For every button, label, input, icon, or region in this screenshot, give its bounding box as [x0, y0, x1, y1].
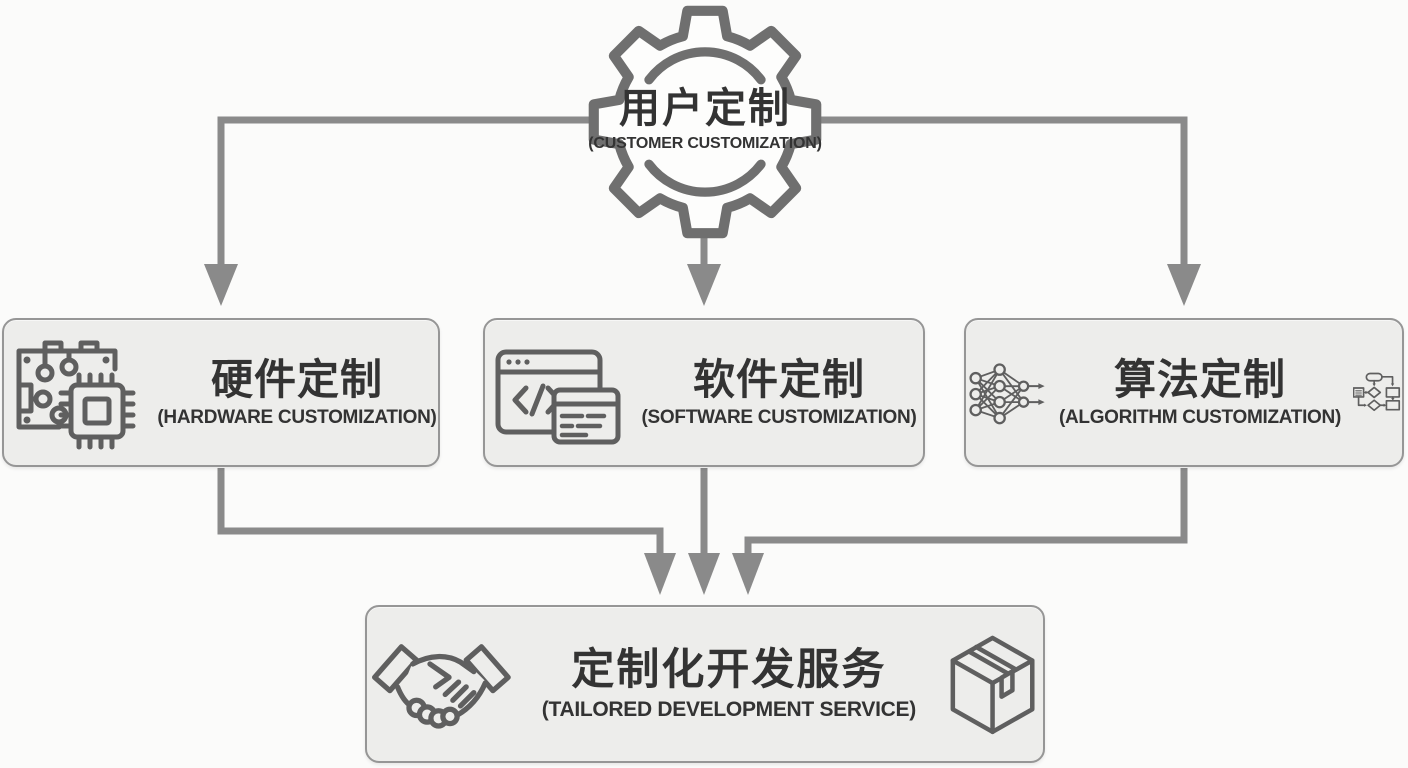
- root-title-en: (CUSTOMER CUSTOMIZATION): [588, 134, 822, 152]
- hardware-title-zh: 硬件定制: [210, 355, 383, 403]
- arrow-root-to-software: [687, 234, 721, 306]
- node-hardware: 硬件定制 (HARDWARE CUSTOMIZATION): [2, 318, 440, 467]
- software-title-en: (SOFTWARE CUSTOMIZATION): [641, 407, 917, 429]
- algorithm-title-zh: 算法定制: [1113, 355, 1286, 403]
- node-software: 软件定制 (SOFTWARE CUSTOMIZATION): [483, 318, 925, 467]
- root-title-zh: 用户定制: [619, 85, 791, 131]
- handshake-icon: [372, 644, 511, 729]
- node-result: 定制化开发服务 (TAILORED DEVELOPMENT SERVICE): [365, 605, 1045, 763]
- gear-icon: [588, 5, 822, 239]
- code-window-icon: [495, 349, 621, 444]
- arrow-root-to-algorithm: [812, 116, 1201, 306]
- result-title-zh: 定制化开发服务: [571, 645, 887, 694]
- node-algorithm: 算法定制 (ALGORITHM CUSTOMIZATION): [964, 318, 1404, 467]
- neural-network-icon: [969, 362, 1045, 424]
- algorithm-title-en: (ALGORITHM CUSTOMIZATION): [1058, 407, 1341, 429]
- node-root: 用户定制 (CUSTOMER CUSTOMIZATION): [545, 85, 865, 153]
- package-box-icon: [950, 635, 1035, 735]
- hardware-title-en: (HARDWARE CUSTOMIZATION): [157, 407, 437, 429]
- result-title-en: (TAILORED DEVELOPMENT SERVICE): [541, 698, 916, 722]
- arrow-software-to-result: [688, 468, 720, 595]
- arrow-algorithm-to-result: [732, 468, 1188, 595]
- arrow-hardware-to-result: [217, 468, 676, 595]
- arrow-root-to-hardware: [204, 116, 598, 306]
- circuit-board-chip-icon: [16, 340, 136, 449]
- flowchart-icon: [1352, 372, 1401, 411]
- software-title-zh: 软件定制: [692, 355, 865, 403]
